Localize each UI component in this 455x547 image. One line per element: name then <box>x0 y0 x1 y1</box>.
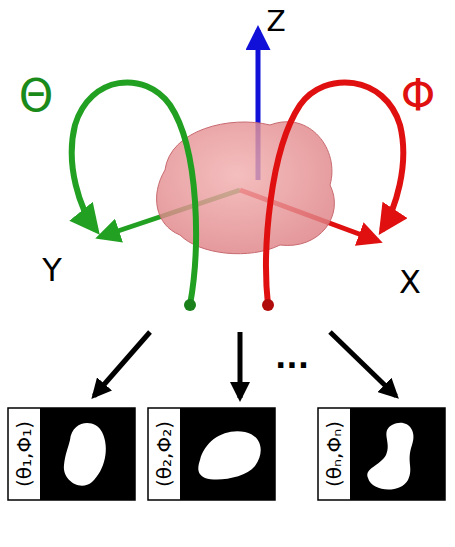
axis-name: Z <box>266 8 285 36</box>
ellipsis: ... <box>275 343 309 373</box>
projection-panel <box>8 408 135 500</box>
angle-pair-label: (θ₁,Φ₁) <box>14 421 34 487</box>
axis-name: Y <box>42 254 62 286</box>
arc-tail <box>262 299 274 311</box>
angle-symbol: Θ <box>19 74 54 118</box>
angle-symbol: Φ <box>401 74 436 118</box>
angle-pair-label: (θ₂,Φ₂) <box>154 421 174 487</box>
projection-panel <box>148 408 275 500</box>
angle-pair-label: (θₙ,Φₙ) <box>324 421 344 487</box>
phi-rotation-arc <box>266 82 403 305</box>
arc-tail <box>184 299 196 311</box>
projection-panel <box>318 408 445 500</box>
projection-arrow <box>238 332 243 398</box>
projection-arrow <box>330 332 396 396</box>
axis-name: X <box>399 266 421 298</box>
projection-arrow <box>94 332 150 396</box>
theta-rotation-arc <box>72 82 196 305</box>
